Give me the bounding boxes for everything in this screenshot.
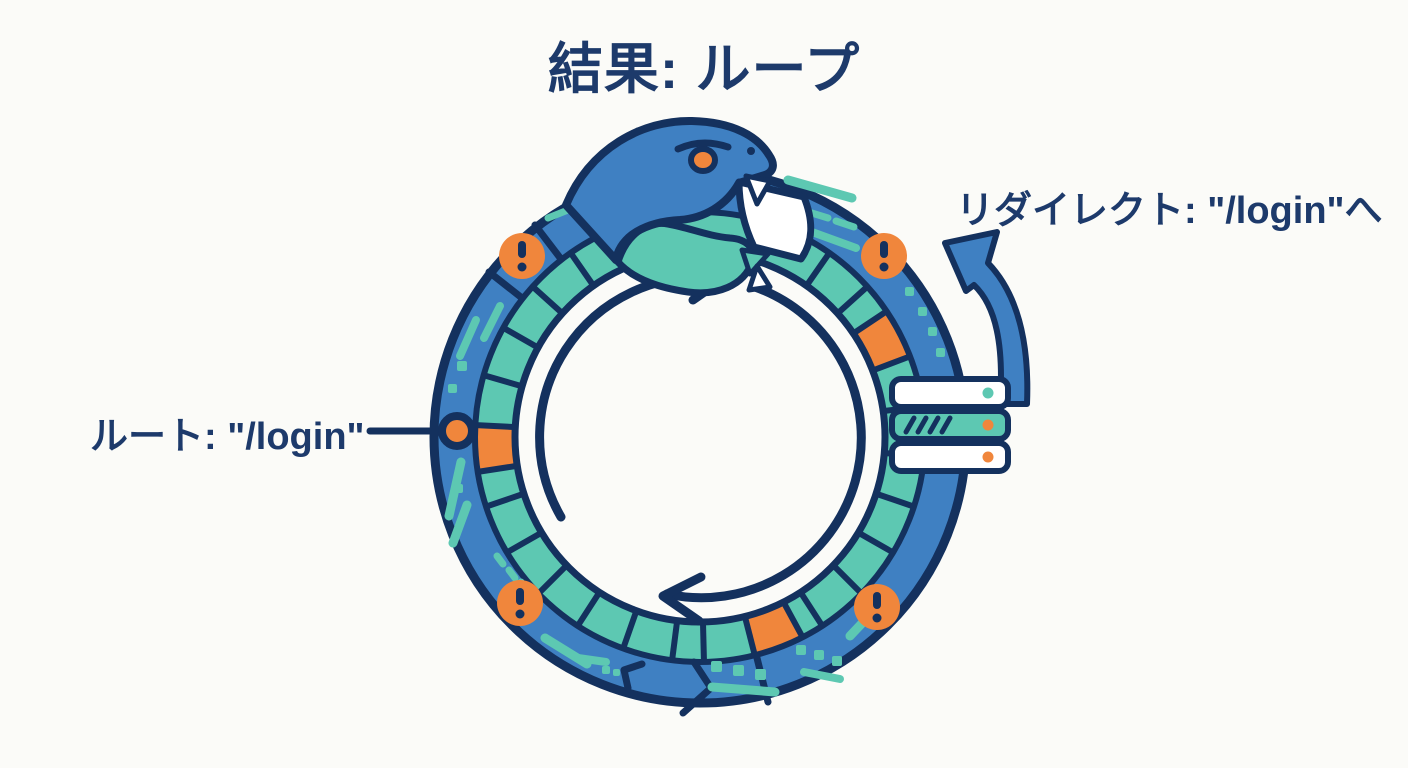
warning-icon <box>497 580 543 626</box>
server-led-orange <box>982 451 994 463</box>
eye <box>688 146 718 174</box>
route-label: ルート: "/login" <box>90 416 365 458</box>
tail-tip <box>739 247 771 277</box>
nostril <box>747 147 755 155</box>
loop-arrows-icon <box>535 253 866 626</box>
brow <box>674 139 732 153</box>
fang-lower <box>746 263 773 293</box>
server-slashes <box>903 415 953 435</box>
server-row-2 <box>889 408 1011 442</box>
warning-icon <box>861 233 907 279</box>
band-decoration-marks <box>444 175 945 697</box>
page-title: 結果: ループ <box>547 38 861 100</box>
server-icon <box>889 376 1011 474</box>
server-led-orange <box>982 419 994 431</box>
server-row-1 <box>889 376 1011 410</box>
head <box>562 116 777 264</box>
warning-icon <box>499 233 545 279</box>
warning-icons <box>497 233 907 630</box>
server-led-teal <box>982 387 994 399</box>
server-row-3 <box>889 440 1011 474</box>
redirect-label: リダイレクト: "/login"へ <box>956 190 1383 232</box>
warning-icon <box>854 584 900 630</box>
route-callout <box>366 412 476 450</box>
arrowhead-left <box>658 572 706 626</box>
route-marker-dot <box>438 412 476 450</box>
fang-upper <box>743 173 773 207</box>
snake-head-icon <box>562 116 815 297</box>
